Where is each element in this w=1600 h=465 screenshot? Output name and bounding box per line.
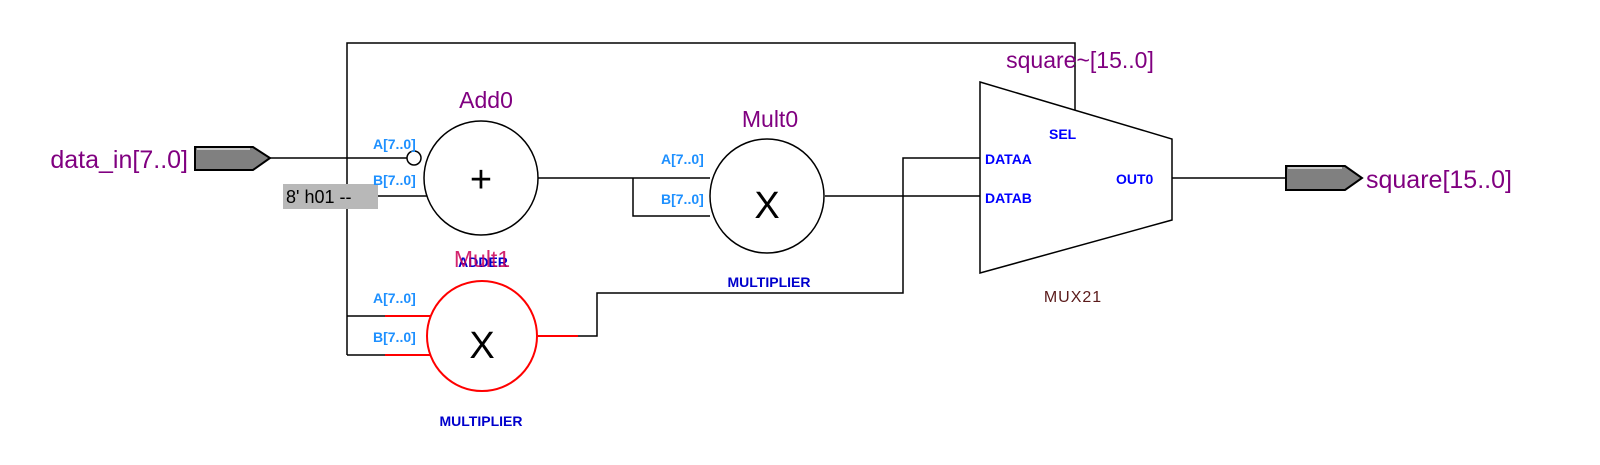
mult0-body bbox=[709, 138, 825, 254]
input-pin-icon bbox=[194, 146, 272, 171]
add0-block[interactable]: + Add0 A[7..0] B[7..0] ADDER bbox=[373, 87, 539, 270]
invert-bubble-icon bbox=[406, 150, 422, 166]
mux-port-datab: DATAB bbox=[985, 190, 1032, 206]
mux-body bbox=[979, 80, 1173, 274]
constant-h01: 8' h01 -- bbox=[283, 184, 378, 209]
mult1-port-b: B[7..0] bbox=[373, 329, 416, 345]
wire-mult1-out[interactable] bbox=[578, 157, 980, 337]
add0-operator: + bbox=[470, 159, 492, 201]
mux-block[interactable]: square~[15..0] SEL DATAA DATAB OUT0 MUX2… bbox=[979, 47, 1173, 306]
wire-mult0-b[interactable] bbox=[632, 178, 710, 217]
mult1-operator: X bbox=[469, 325, 494, 367]
mult0-port-a: A[7..0] bbox=[661, 151, 704, 167]
add0-instance-label: Add0 bbox=[459, 87, 513, 113]
add0-port-a: A[7..0] bbox=[373, 136, 416, 152]
input-pin-name: data_in[7..0] bbox=[50, 146, 188, 174]
mux-instance-label: square~[15..0] bbox=[1006, 47, 1154, 73]
mult1-block[interactable]: Mult1 X A[7..0] B[7..0] MULTIPLIER bbox=[373, 246, 538, 429]
output-pin-icon bbox=[1285, 165, 1364, 191]
output-pin[interactable]: square[15..0] bbox=[1285, 165, 1512, 194]
add0-port-b: B[7..0] bbox=[373, 172, 416, 188]
mult1-highlight-wires bbox=[385, 315, 578, 356]
mult0-kind-label: MULTIPLIER bbox=[728, 274, 811, 290]
mult1-port-a: A[7..0] bbox=[373, 290, 416, 306]
input-pin[interactable]: data_in[7..0] bbox=[50, 146, 272, 174]
mux-port-out0: OUT0 bbox=[1116, 171, 1154, 187]
output-pin-name: square[15..0] bbox=[1366, 166, 1512, 194]
add0-body bbox=[423, 120, 539, 236]
mux-port-sel: SEL bbox=[1049, 126, 1077, 142]
mult1-instance-label: Mult1 bbox=[454, 246, 510, 272]
mult0-operator: X bbox=[754, 185, 779, 227]
mux-port-dataa: DATAA bbox=[985, 151, 1032, 167]
constant-value: 8' h01 -- bbox=[286, 187, 351, 207]
mult0-port-b: B[7..0] bbox=[661, 191, 704, 207]
mult1-body bbox=[426, 280, 538, 392]
add0-kind-label: ADDER bbox=[458, 254, 508, 270]
mult1-kind-label: MULTIPLIER bbox=[440, 413, 523, 429]
mult0-block[interactable]: X Mult0 A[7..0] B[7..0] MULTIPLIER bbox=[661, 106, 825, 290]
mult0-instance-label: Mult0 bbox=[742, 106, 798, 132]
mux-kind-label: MUX21 bbox=[1044, 289, 1102, 306]
